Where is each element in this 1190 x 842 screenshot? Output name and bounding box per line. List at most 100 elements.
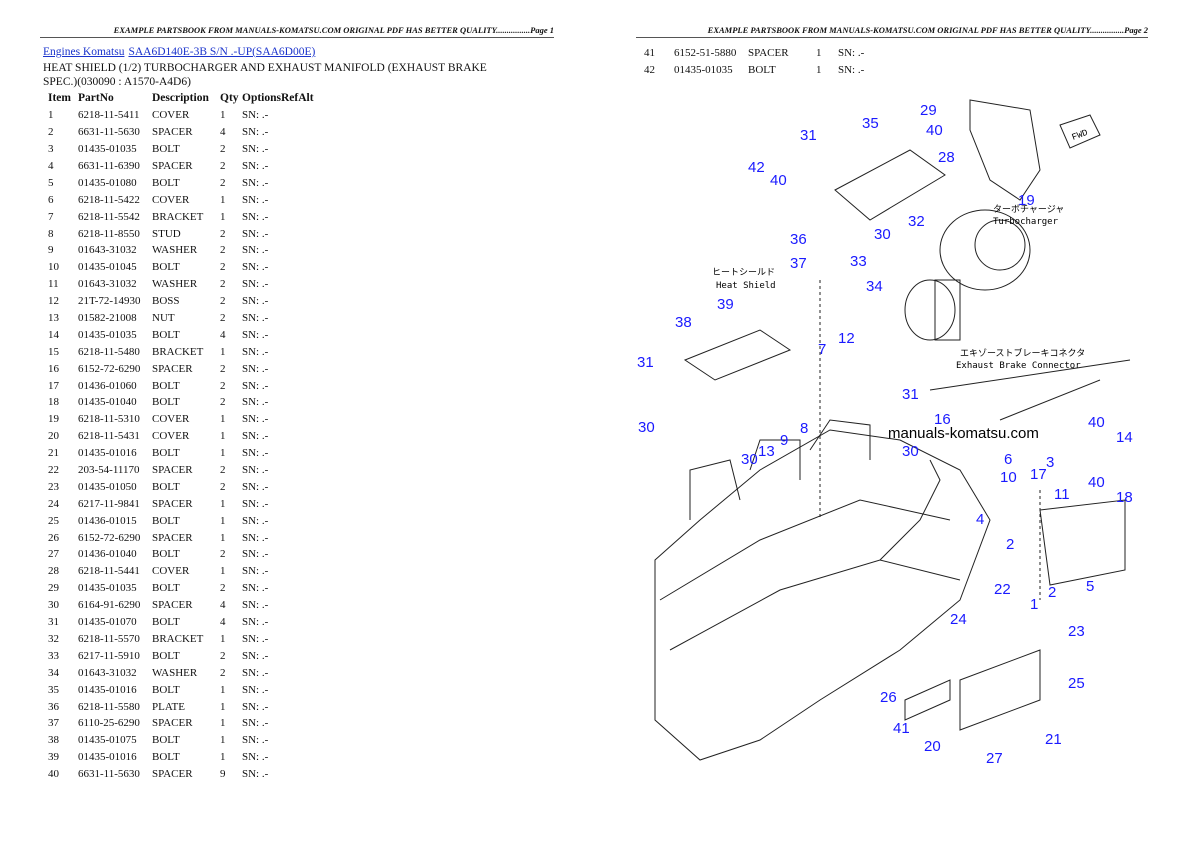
exploded-parts-diagram: FWD ターボチャージャ Turbocharger ヒートシールド Heat S…	[637, 99, 1133, 767]
description: STUD	[152, 227, 181, 240]
qty: 2	[220, 649, 226, 662]
callout-41: 41	[893, 720, 910, 737]
options: SN: .-	[242, 599, 269, 612]
part-number: 6631-11-6390	[78, 160, 140, 172]
part-number: 01582-21008	[78, 312, 137, 325]
column-header-description: Description	[152, 92, 209, 105]
qty: 2	[220, 396, 226, 409]
qty: 2	[220, 548, 226, 561]
qty: 1	[220, 734, 226, 747]
item: 17	[48, 379, 59, 392]
description: BRACKET	[152, 345, 204, 358]
options: SN: .-	[242, 430, 269, 443]
options: SN: .-	[242, 447, 269, 460]
callout-35: 35	[862, 115, 879, 132]
item: 15	[48, 345, 59, 358]
part-number: 01643-31032	[78, 244, 137, 257]
options: SN: .-	[242, 396, 269, 409]
qty: 2	[220, 227, 226, 240]
qty: 4	[220, 599, 226, 612]
qty: 4	[220, 328, 226, 341]
description: COVER	[152, 193, 190, 206]
breadcrumb-link-engines[interactable]: Engines Komatsu	[43, 46, 125, 58]
part-number: 203-54-11170	[78, 464, 140, 477]
item: 10	[48, 261, 59, 274]
options: SN: .-	[242, 497, 269, 510]
qty: 1	[220, 565, 226, 578]
qty: 1	[220, 751, 226, 764]
item: 2	[48, 126, 54, 139]
description: SPACER	[152, 768, 193, 781]
description: BRACKET	[152, 210, 204, 223]
callout-7: 7	[818, 341, 826, 358]
callout-40: 40	[1088, 414, 1105, 431]
item: 41	[644, 47, 655, 60]
part-number: 6217-11-9841	[78, 497, 140, 510]
options: SN: .-	[242, 649, 269, 662]
qty: 2	[220, 312, 226, 325]
description: BOLT	[152, 396, 180, 409]
description: BOLT	[748, 64, 776, 77]
callout-40: 40	[1088, 474, 1105, 491]
part-number: 01435-01040	[78, 396, 137, 409]
options: SN: .-	[242, 413, 269, 426]
item: 14	[48, 328, 59, 341]
description: PLATE	[152, 700, 185, 713]
options: SN: .-	[242, 548, 269, 561]
qty: 2	[220, 379, 226, 392]
callout-30: 30	[741, 451, 758, 468]
watermark: manuals-komatsu.com	[888, 425, 1039, 442]
options: SN: .-	[838, 47, 865, 60]
callout-33: 33	[850, 253, 867, 270]
callout-2: 2	[1048, 584, 1056, 601]
breadcrumb-link-model[interactable]: SAA6D140E-3B S/N .-UP(SAA6D00E)	[128, 46, 316, 58]
callout-19: 19	[1018, 192, 1035, 209]
description: BOLT	[152, 514, 180, 527]
item: 7	[48, 210, 54, 223]
part-number: 6218-11-5411	[78, 109, 140, 122]
callout-11: 11	[1054, 486, 1070, 503]
part-number: 01435-01035	[78, 328, 137, 341]
turbocharger-label-jp: ターボチャージャ	[993, 204, 1064, 215]
callout-12: 12	[838, 330, 855, 347]
item: 27	[48, 548, 59, 561]
options: SN: .-	[242, 683, 269, 696]
description: SPACER	[152, 464, 193, 477]
options: SN: .-	[242, 734, 269, 747]
options: SN: .-	[242, 582, 269, 595]
qty: 2	[220, 278, 226, 291]
options: SN: .-	[242, 295, 269, 308]
part-number: 6164-91-6290	[78, 599, 141, 612]
qty: 1	[220, 531, 226, 544]
turbocharger-label: Turbocharger	[993, 217, 1059, 227]
qty: 1	[220, 193, 226, 206]
description: SPACER	[152, 531, 193, 544]
item: 9	[48, 244, 54, 257]
callout-21: 21	[1045, 731, 1062, 748]
part-number: 01436-01060	[78, 379, 137, 392]
qty: 2	[220, 295, 226, 308]
description: COVER	[152, 430, 190, 443]
description: WASHER	[152, 244, 198, 257]
options: SN: .-	[242, 379, 269, 392]
callout-32: 32	[908, 213, 925, 230]
qty: 2	[220, 160, 226, 172]
item: 12	[48, 295, 59, 308]
part-number: 01435-01050	[78, 480, 137, 493]
description: NUT	[152, 312, 175, 325]
item: 30	[48, 599, 59, 612]
item: 3	[48, 143, 54, 156]
part-number: 6217-11-5910	[78, 649, 140, 662]
callout-6: 6	[1004, 451, 1012, 468]
